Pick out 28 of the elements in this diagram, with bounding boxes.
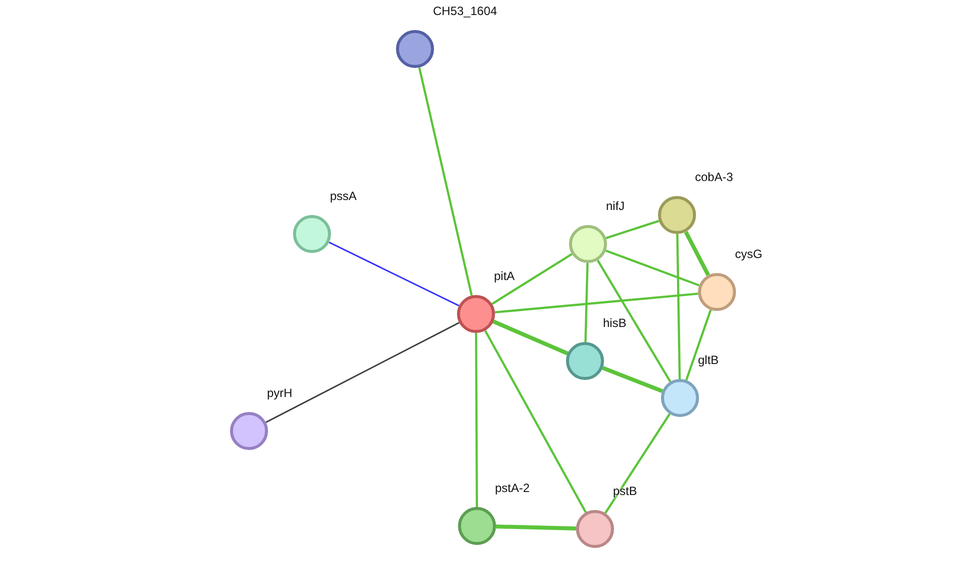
interaction-line bbox=[602, 366, 664, 393]
interaction-line bbox=[492, 253, 572, 305]
interaction-line bbox=[328, 242, 460, 306]
interaction-line bbox=[685, 310, 712, 380]
interaction-line bbox=[496, 524, 576, 530]
interaction-line bbox=[484, 330, 587, 513]
interaction-line bbox=[418, 67, 473, 296]
protein-label: pyrH bbox=[267, 386, 292, 400]
interaction-line bbox=[604, 413, 671, 514]
interaction-line bbox=[475, 333, 478, 507]
interaction-line bbox=[584, 262, 589, 342]
protein-label: hisB bbox=[603, 316, 626, 330]
interaction-line bbox=[605, 250, 700, 286]
interaction-line bbox=[596, 260, 672, 382]
interaction-line bbox=[676, 234, 681, 380]
protein-label: nifJ bbox=[606, 199, 625, 213]
protein-label: gltB bbox=[698, 353, 719, 367]
interaction-line bbox=[494, 292, 698, 314]
protein-label: cysG bbox=[735, 247, 762, 261]
protein-label: pitA bbox=[494, 269, 515, 283]
interaction-line bbox=[492, 320, 568, 356]
interaction-line bbox=[266, 322, 460, 423]
protein-label: pssA bbox=[330, 189, 357, 203]
protein-label: cobA-3 bbox=[695, 170, 734, 184]
protein-label: CH53_1604 bbox=[433, 4, 498, 18]
interaction-line bbox=[684, 230, 710, 276]
protein-label: pstA-2 bbox=[495, 481, 530, 495]
interaction-line bbox=[606, 220, 660, 240]
